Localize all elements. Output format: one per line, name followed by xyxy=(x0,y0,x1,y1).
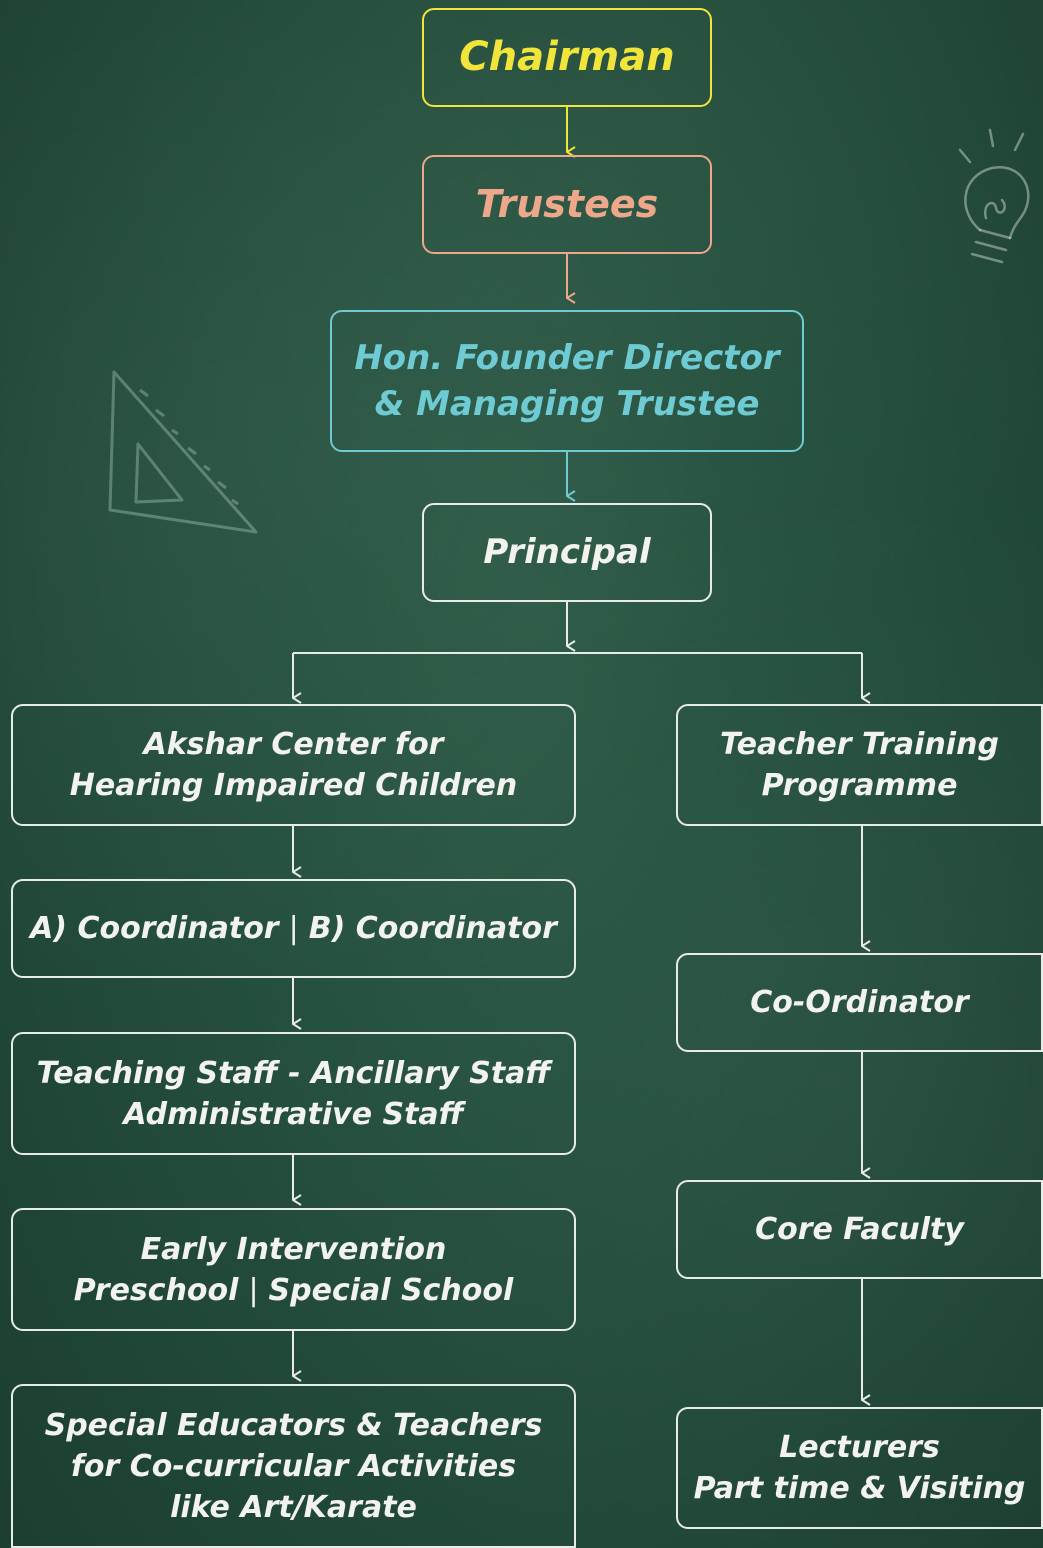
node-co-ordinator-label: Co-Ordinator xyxy=(750,985,969,1020)
node-staff: Teaching Staff - Ancillary Staff Adminis… xyxy=(11,1032,576,1155)
node-lecturers-line1: Lecturers xyxy=(779,1430,940,1465)
node-founder-line1: Hon. Founder Director xyxy=(354,338,780,378)
node-early-line2: Preschool|Special School xyxy=(74,1270,514,1311)
node-early-separator: | xyxy=(248,1272,259,1308)
node-educators-line2: for Co-curricular Activities xyxy=(70,1448,517,1484)
node-early-line1: Early Intervention xyxy=(140,1231,447,1267)
node-core-faculty-label: Core Faculty xyxy=(755,1212,964,1247)
node-akshar-line1: Akshar Center for xyxy=(143,727,444,762)
set-square-icon xyxy=(108,370,258,534)
light-bulb-icon xyxy=(958,128,1030,264)
node-chairman: Chairman xyxy=(422,8,712,107)
node-early-special-school: Special School xyxy=(268,1272,514,1308)
node-founder-line2: & Managing Trustee xyxy=(374,384,760,424)
node-principal-label: Principal xyxy=(483,532,651,572)
node-lecturers-line2: Part time & Visiting xyxy=(693,1471,1026,1506)
node-core-faculty: Core Faculty xyxy=(676,1180,1043,1279)
node-teacher-training: Teacher Training Programme xyxy=(676,704,1043,826)
node-special-educators: Special Educators & Teachers for Co-curr… xyxy=(11,1384,576,1548)
node-training-line1: Teacher Training xyxy=(720,727,999,762)
node-educators-line1: Special Educators & Teachers xyxy=(44,1407,543,1443)
node-staff-line2: Administrative Staff xyxy=(123,1096,464,1132)
node-educators-line3: like Art/Karate xyxy=(170,1489,417,1525)
node-co-ordinator: Co-Ordinator xyxy=(676,953,1043,1052)
node-akshar-line2: Hearing Impaired Children xyxy=(69,768,518,803)
node-coordinators-separator: | xyxy=(288,911,299,946)
node-trustees-label: Trustees xyxy=(475,182,659,226)
node-akshar-center: Akshar Center for Hearing Impaired Child… xyxy=(11,704,576,826)
node-lecturers: Lecturers Part time & Visiting xyxy=(676,1407,1043,1529)
node-early-preschool: Preschool xyxy=(73,1272,239,1308)
node-principal: Principal xyxy=(422,503,712,602)
node-chairman-label: Chairman xyxy=(459,34,675,80)
node-coordinator-a: A) Coordinator xyxy=(30,911,279,946)
node-trustees: Trustees xyxy=(422,155,712,254)
node-coordinators-row: A) Coordinator | B) Coordinator xyxy=(30,908,557,949)
node-founder-director: Hon. Founder Director & Managing Trustee xyxy=(330,310,804,452)
node-staff-line1: Teaching Staff - Ancillary Staff xyxy=(36,1055,551,1091)
node-early-intervention: Early Intervention Preschool|Special Sch… xyxy=(11,1208,576,1331)
node-coordinator-b: B) Coordinator xyxy=(308,911,557,946)
node-training-line2: Programme xyxy=(761,768,958,803)
node-coordinators: A) Coordinator | B) Coordinator xyxy=(11,879,576,978)
